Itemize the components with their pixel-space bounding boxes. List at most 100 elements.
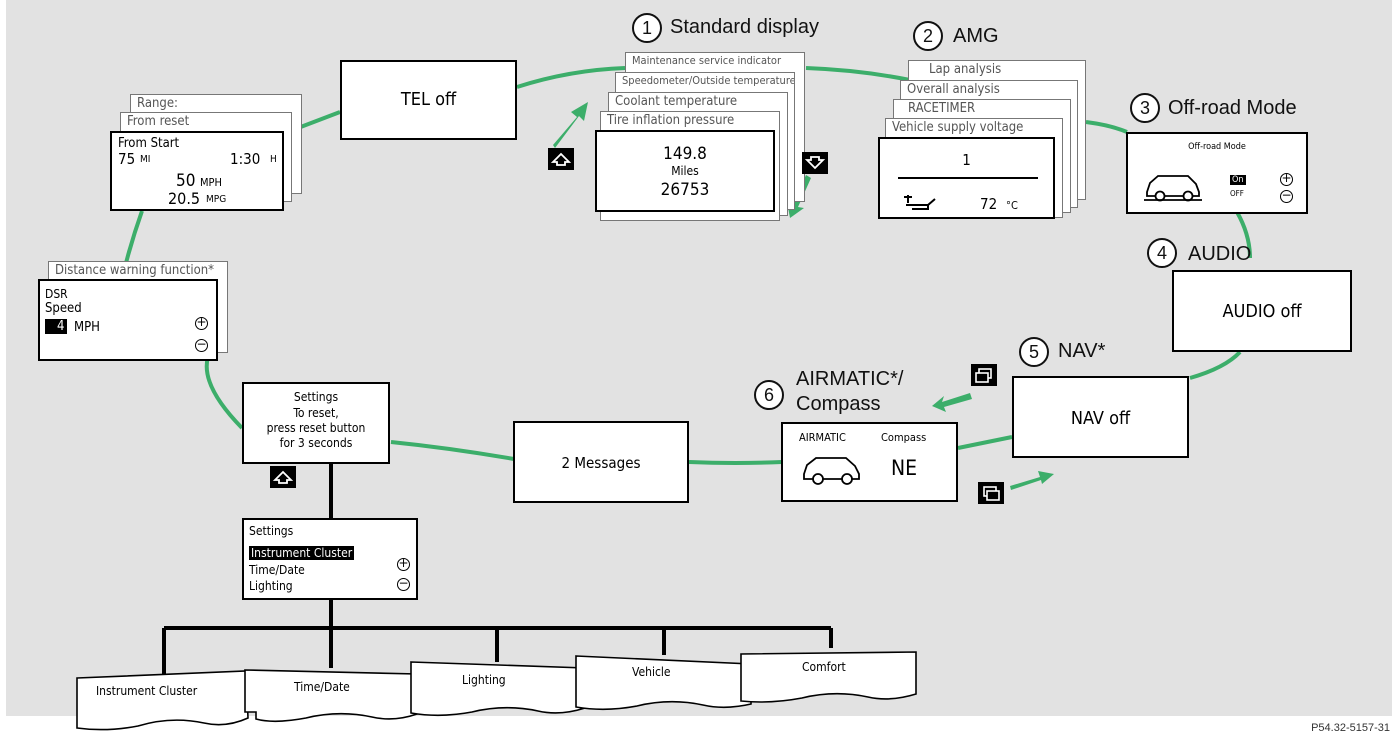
amg-temp-unit: °C [1006, 199, 1018, 212]
messages-display: 2 Messages [513, 421, 689, 503]
amg-stack-label-3: RACETIMER [908, 101, 976, 116]
down-arrow-icon [804, 156, 826, 170]
section-title-nav: NAV* [1058, 340, 1106, 362]
offroad-display: Off-road Mode On OFF + − [1126, 132, 1308, 214]
nav-back-button-icon[interactable] [971, 364, 997, 386]
audio-text: AUDIO off [1222, 301, 1302, 322]
section-number-2: 2 [913, 21, 943, 51]
tel-text: TEL off [400, 89, 457, 110]
section-title-audio: AUDIO [1188, 243, 1252, 265]
trip-computer-display: From Start 75 MI 1:30 H 50 MPH 20.5 MPG [110, 131, 284, 211]
scroll-up-button-icon[interactable] [548, 148, 574, 170]
amg-stack-label-4: Vehicle supply voltage [892, 120, 1024, 135]
section-title-airmatic-1: AIRMATIC*/ [796, 368, 904, 390]
airmatic-label: AIRMATIC [799, 431, 846, 444]
section-title-standard: Standard display [670, 16, 819, 38]
distance-value: 4 [45, 319, 68, 334]
settings-reset-display: Settings To reset, press reset button fo… [242, 382, 390, 464]
minus-icon: − [1280, 188, 1293, 203]
scroll-down-button-icon[interactable] [802, 152, 828, 174]
distance-display: DSR Speed 4 MPH + − [38, 279, 218, 361]
distance-unit: MPH [74, 320, 100, 335]
amg-divider [898, 177, 1038, 179]
tab-shape-time-date [244, 669, 418, 723]
tel-display: TEL off [340, 60, 517, 140]
settings-menu-item-time-date[interactable]: Time/Date [249, 563, 305, 577]
settings-menu-item-lighting[interactable]: Lighting [249, 579, 293, 593]
settings-reset-line2: To reset, [293, 406, 339, 420]
distance-stack-label: Distance warning function* [55, 263, 215, 278]
section-number-4: 4 [1147, 238, 1177, 268]
settings-reset-line1: Settings [293, 390, 339, 404]
amg-display: 1 72 °C [878, 137, 1055, 219]
trip-time: 1:30 [230, 150, 261, 168]
tab-vehicle[interactable]: Vehicle [632, 665, 671, 679]
up-arrow-icon [272, 470, 294, 484]
offroad-on-label: On [1230, 175, 1246, 185]
standard-value-2: 26753 [660, 180, 710, 200]
oil-temperature-icon [904, 195, 936, 210]
amg-stack-label-2: Overall analysis [907, 82, 1000, 97]
tab-lighting[interactable]: Lighting [462, 673, 506, 687]
amg-temp: 72 [980, 195, 998, 213]
section-number-5: 5 [1019, 337, 1049, 367]
nav-text: NAV off [1070, 408, 1131, 429]
airmatic-display: AIRMATIC Compass NE [781, 422, 958, 502]
trip-mileage: 20.5 [168, 189, 201, 208]
section-number-3: 3 [1130, 93, 1160, 123]
plus-icon: + [1280, 171, 1293, 186]
plus-icon: + [397, 556, 410, 571]
settings-up-button-icon[interactable] [270, 466, 296, 488]
amg-stack-label-1: Lap analysis [929, 62, 1002, 77]
trip-speed-unit: MPH [200, 176, 222, 189]
settings-menu-item-instrument-cluster[interactable]: Instrument Cluster [249, 546, 355, 560]
trip-stack-label-2: From reset [127, 114, 190, 129]
tab-shape-lighting [410, 661, 586, 717]
audio-display: AUDIO off [1172, 270, 1352, 352]
settings-reset-line4: for 3 seconds [279, 436, 353, 450]
window-icon [975, 368, 992, 383]
trip-stack-label-1: Range: [137, 96, 178, 111]
messages-text: 2 Messages [561, 454, 641, 472]
vehicle-icon [803, 457, 860, 485]
trip-time-unit: H [270, 154, 277, 165]
standard-display: 149.8 Miles 26753 [595, 130, 775, 212]
settings-menu-title: Settings [249, 524, 294, 538]
section-title-airmatic-2: Compass [796, 393, 881, 415]
trip-heading: From Start [118, 136, 180, 151]
section-number-1: 1 [632, 13, 662, 43]
offroad-off-label: OFF [1230, 189, 1244, 198]
tab-shape-instrument-cluster [76, 670, 249, 731]
tab-time-date[interactable]: Time/Date [294, 680, 350, 694]
offroad-title: Off-road Mode [1188, 142, 1246, 152]
up-arrow-icon [550, 152, 572, 166]
standard-value-1: 149.8 [663, 144, 707, 164]
plus-icon: + [195, 315, 208, 330]
standard-stack-label-4: Tire inflation pressure [607, 113, 735, 128]
trip-distance-unit: MI [140, 154, 151, 165]
minus-icon: − [195, 337, 208, 352]
tab-comfort[interactable]: Comfort [802, 660, 846, 674]
nav-display: NAV off [1012, 376, 1189, 458]
compass-heading: NE [891, 456, 918, 480]
standard-stack-label-1: Maintenance service indicator [632, 54, 782, 67]
tab-instrument-cluster[interactable]: Instrument Cluster [96, 684, 198, 698]
section-title-offroad: Off-road Mode [1168, 97, 1297, 119]
tab-shape-comfort [740, 651, 917, 703]
settings-reset-line3: press reset button [266, 421, 366, 435]
settings-menu-display: Settings Instrument Cluster Time/Date Li… [242, 518, 418, 600]
trip-speed: 50 [176, 171, 196, 191]
distance-line2: Speed [45, 301, 82, 316]
figure-id: P54.32-5157-31 [1311, 722, 1390, 734]
trip-mileage-unit: MPG [206, 194, 227, 205]
offroad-vehicle-icon [1144, 175, 1202, 202]
standard-unit-1: Miles [671, 164, 699, 178]
distance-line1: DSR [45, 287, 68, 301]
window-icon [983, 486, 1000, 501]
minus-icon: − [397, 576, 410, 591]
nav-forward-button-icon[interactable] [978, 482, 1004, 504]
section-title-amg: AMG [953, 25, 999, 47]
trip-distance: 75 [118, 150, 136, 168]
